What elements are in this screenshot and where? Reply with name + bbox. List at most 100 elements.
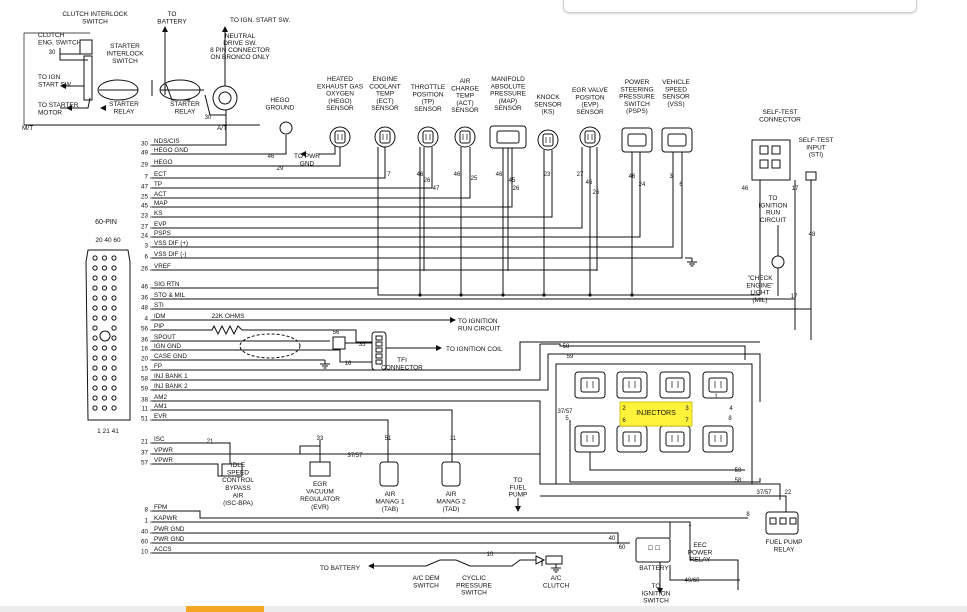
wire-number: 26 — [593, 190, 600, 196]
tp-wire — [152, 147, 433, 189]
vss-label-line-2: SENSOR — [662, 94, 690, 101]
pin-number: 57 — [141, 460, 149, 467]
hego-pwr — [318, 145, 336, 155]
pin-number: 51 — [141, 416, 149, 423]
to-ign-run-circuit-label-line-0: TO IGNITION — [458, 318, 498, 325]
psps-label-line-1: STEERING — [620, 86, 653, 93]
neutral-drive-label-line-3: ON BRONCO ONLY — [210, 54, 270, 61]
cyclic-label-line-0: CYCLIC — [462, 575, 486, 582]
act-label-line-4: SENSOR — [451, 107, 479, 114]
injector-2-face — [622, 377, 642, 393]
hego-gnd-wire — [152, 135, 287, 155]
map-label-line-0: MANIFOLD — [491, 76, 525, 83]
fpm-wire — [152, 510, 748, 519]
connector-pin — [101, 375, 108, 381]
to-fuel-pump-label-line-0: TO — [514, 477, 523, 484]
connector-pin — [111, 325, 117, 331]
wire-number: 37/57 — [347, 453, 363, 459]
pin-number: 8 — [144, 507, 148, 514]
psps-face — [627, 133, 647, 147]
to-ign-switch-label-line-2: SWITCH — [643, 598, 669, 605]
eec-relay-label-line-1: POWER — [688, 549, 713, 556]
self-test-pin — [759, 159, 769, 169]
connector-pin — [111, 305, 117, 311]
pin-number: 59 — [141, 386, 149, 393]
connector-pin — [92, 375, 98, 381]
pin-label: VREF — [154, 263, 171, 270]
relay-contacts: ☐ ☐ — [648, 545, 660, 552]
tad-solenoid — [441, 461, 461, 487]
wire-number: 7 — [387, 172, 391, 178]
pin-number: 60 — [141, 539, 149, 546]
starter-interlock-label-line-2: SWITCH — [112, 58, 138, 65]
ac-clutch-label-line-1: CLUTCH — [543, 582, 570, 589]
wire-number: 8 — [746, 512, 750, 518]
wire-number: 48 — [809, 232, 816, 238]
wire-number: 25 — [471, 176, 478, 182]
pin-label: SIG RTN — [154, 281, 180, 288]
spout-connector — [332, 336, 346, 350]
arrow-left — [300, 151, 306, 157]
ect-sensor-plug — [379, 130, 391, 144]
wire-number: 17 — [791, 294, 798, 300]
pin-label: PWR GND — [154, 536, 185, 543]
pin-label: PWR GND — [154, 526, 185, 533]
starter-interlock-label-line-1: INTERLOCK — [106, 51, 144, 58]
inj-return — [569, 420, 761, 483]
pin-number: 4 — [144, 316, 148, 323]
tab-solenoid — [379, 461, 399, 487]
isc-wire — [152, 442, 231, 468]
wire-number: 6 — [622, 418, 626, 424]
connector-pin — [111, 405, 117, 411]
connector-pin — [92, 285, 98, 291]
evp-wire — [152, 147, 583, 229]
act-label-line-0: AIR — [460, 78, 471, 85]
wire-number: 23 — [544, 172, 551, 178]
pin-label: AM2 — [154, 394, 167, 401]
wire-number: 46 — [586, 180, 593, 186]
self-test-pin — [771, 145, 781, 155]
tp-label-line-3: SENSOR — [414, 106, 442, 113]
connector-pin — [101, 365, 108, 371]
tab-label-line-1: MANAG 1 — [375, 499, 405, 506]
connector-pin — [111, 335, 117, 341]
pin-label: SPOUT — [154, 334, 176, 341]
fuel-pump-relay-label-line-1: RELAY — [774, 546, 795, 553]
to-ign-run-circuit-label-line-1: RUN CIRCUIT — [458, 325, 500, 332]
relay-wire — [165, 83, 190, 101]
pin-label: NDS/CIS — [154, 138, 180, 145]
evp-label-line-1: POSITON — [575, 94, 604, 101]
fuel-pump-relay-label-line-0: FUEL PUMP — [766, 539, 803, 546]
ks-sensor-plug — [542, 133, 554, 147]
pin-label: VPWR — [154, 447, 173, 454]
to-ign-start-left-label-line-0: TO IGN — [38, 74, 61, 81]
connector-pin — [92, 295, 98, 301]
to-fuel-pump-label-line-1: FUEL — [510, 484, 527, 491]
connector-pin — [111, 345, 117, 351]
pin-label: CASE GND — [154, 353, 187, 360]
isc-label-line-3: BYPASS — [225, 485, 251, 492]
diode — [535, 555, 546, 565]
to-starter-motor-label-line-0: TO STARTER — [38, 102, 79, 109]
map-label-line-1: ABSOLUTE — [491, 83, 526, 90]
connector-pin — [111, 385, 117, 391]
wire-number: 7 — [685, 418, 689, 424]
junction-dot — [501, 293, 505, 297]
ks-label-line-1: SENSOR — [534, 101, 562, 108]
act-wire — [152, 147, 471, 199]
pin-label: ISC — [154, 436, 165, 443]
pin-number: 1 — [144, 518, 148, 525]
hego-ground-terminal — [279, 121, 293, 135]
pin-number: 10 — [141, 549, 149, 556]
ac-clutch-label-line-0: A/C — [551, 575, 562, 582]
arrow-up — [222, 26, 228, 32]
ks-label-line-0: KNOCK — [536, 94, 560, 101]
to-battery-label-line-1: BATTERY — [157, 19, 187, 26]
to-pwr-gnd-label-line-0: TO PWR — [294, 153, 320, 160]
mt-label: M/T — [22, 125, 33, 132]
clutch-interlock-label-line-1: SWITCH — [82, 19, 108, 26]
connector-pin — [92, 255, 98, 261]
arrow-right — [450, 317, 456, 323]
starter-relay-2-label-line-0: STARTER — [170, 101, 200, 108]
map-sensor-face — [496, 130, 520, 144]
